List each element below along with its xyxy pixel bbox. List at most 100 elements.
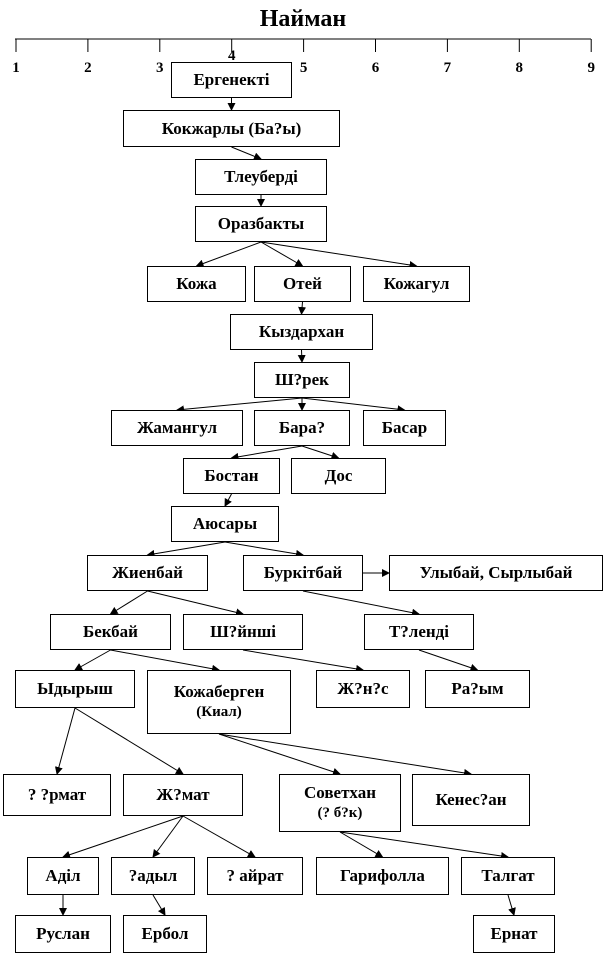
person-node-bekbai: Бекбай <box>50 614 171 650</box>
person-node-tolendi: Т?ленді <box>364 614 474 650</box>
person-name: Буркітбай <box>263 563 343 582</box>
person-node-burkitbai: Буркітбай <box>243 555 363 591</box>
person-node-talgat: Талгат <box>461 857 555 895</box>
person-node-ydyrysh: Ыдырыш <box>15 670 135 708</box>
person-name: Ыдырыш <box>37 679 113 698</box>
person-node-zhmat: Ж?мат <box>123 774 243 816</box>
person-node-kozha: Кожа <box>147 266 246 302</box>
person-node-ernat: Ернат <box>473 915 555 953</box>
person-name: Ергенекті <box>193 70 270 89</box>
person-name: Отей <box>283 274 322 293</box>
person-name: Кокжарлы (Ба?ы) <box>161 118 302 138</box>
person-name: Ж?н?с <box>337 679 389 698</box>
edge-shinshi-to-zhunus <box>242 649 364 673</box>
edge-bekbai-to-kozhabergen <box>110 649 220 673</box>
person-name: Жамангул <box>137 418 217 437</box>
edge-bekbai-to-ydyrysh <box>74 649 111 671</box>
edge-kyzdarkhan-to-shrek <box>297 349 306 363</box>
person-name: Т?ленді <box>388 622 450 641</box>
person-name: Тлеуберді <box>224 167 298 186</box>
person-name: Ш?рек <box>275 370 329 389</box>
person-name: Бекбай <box>83 622 138 641</box>
edge-zhienbai-to-shinshi <box>147 590 244 617</box>
person-name: Кожа <box>176 274 217 293</box>
person-node-erbol: Ербол <box>123 915 207 953</box>
person-node-ruslan: Руслан <box>15 915 111 953</box>
person-name: Бостан <box>204 466 259 485</box>
person-node-basar: Басар <box>363 410 446 446</box>
person-name: Аділ <box>45 866 81 885</box>
edge-orazbakty-to-otei <box>260 241 304 267</box>
edge-zhmat-to-adyl <box>152 815 184 858</box>
edge-ayusary-to-zhienbai <box>146 541 226 558</box>
person-node-garifolla: Гарифолла <box>316 857 449 895</box>
person-node-kokzharly: Кокжарлы (Ба?ы) <box>123 110 340 147</box>
edge-tolendi-to-rakhym <box>418 649 479 672</box>
person-node-otei: Отей <box>254 266 351 302</box>
ruler-tick-label: 4 <box>227 48 236 64</box>
person-node-shrek: Ш?рек <box>254 362 350 398</box>
person-name: Кожаберген <box>173 682 265 701</box>
edge-talgat-to-ernat <box>507 894 516 916</box>
edge-ayusary-to-burkitbai <box>224 541 304 558</box>
person-name: Гарифолла <box>340 866 425 885</box>
ruler-tick-label: 8 <box>515 60 524 76</box>
person-node-sovetkhan: Советхан(? б?к) <box>279 774 401 832</box>
edge-shrek-to-basar <box>301 397 406 414</box>
person-name: Ра?ым <box>451 679 504 698</box>
person-name: Кыздархан <box>258 322 345 341</box>
edge-bara-to-dos <box>301 445 340 460</box>
person-name: Кожагул <box>383 274 450 293</box>
person-node-zhienbai: Жиенбай <box>87 555 208 591</box>
edge-zhmat-to-adil <box>62 815 184 859</box>
person-node-rakhym: Ра?ым <box>425 670 530 708</box>
edge-bostan-to-ayusary <box>224 493 232 507</box>
edge-sovetkhan-to-talgat <box>339 831 509 860</box>
person-name: Оразбакты <box>217 214 305 233</box>
person-node-kyzdarkhan: Кыздархан <box>230 314 373 350</box>
person-node-tleuberdi: Тлеуберді <box>195 159 327 195</box>
edge-bara-to-bostan <box>230 445 303 461</box>
person-name: Жиенбай <box>112 563 183 582</box>
person-name: Бара? <box>278 418 326 437</box>
edge-adyl-to-erbol <box>152 894 166 916</box>
ruler-tick-label: 2 <box>84 60 92 76</box>
edge-sovetkhan-to-garifolla <box>339 831 384 858</box>
person-node-ergenekti: Ергенекті <box>171 62 292 98</box>
edge-kozhabergen-to-sovetkhan <box>218 733 341 776</box>
person-node-rmat: ? ?рмат <box>3 774 111 816</box>
edge-zhienbai-to-bekbai <box>109 590 148 615</box>
person-name: Аюсары <box>192 514 258 533</box>
person-node-orazbakty: Оразбакты <box>195 206 327 242</box>
person-name: Ж?мат <box>156 785 210 804</box>
person-node-adil: Аділ <box>27 857 99 895</box>
edge-kokzharly-to-tleuberdi <box>231 146 262 161</box>
person-node-bostan: Бостан <box>183 458 280 494</box>
edge-orazbakty-to-kozhagul <box>260 241 418 269</box>
person-name: Ш?йнші <box>210 622 276 641</box>
edge-ydyrysh-to-zhmat <box>74 707 184 775</box>
person-node-dos: Дос <box>291 458 386 494</box>
edge-burkitbai-to-tolendi <box>302 590 420 617</box>
person-alias: (Киал) <box>196 704 242 720</box>
edge-kozhabergen-to-kenesan <box>218 733 472 777</box>
person-node-kozhabergen: Кожаберген (Киал) <box>147 670 291 734</box>
person-name: Ернат <box>490 924 538 943</box>
edge-otei-to-kyzdarkhan <box>298 301 307 315</box>
person-alias: (? б?к) <box>317 805 363 821</box>
person-name: Ербол <box>141 924 189 943</box>
person-node-airat: ? айрат <box>207 857 303 895</box>
ruler-tick-label: 7 <box>443 60 452 76</box>
ruler-tick-label: 5 <box>299 60 308 76</box>
person-node-kozhagul: Кожагул <box>363 266 470 302</box>
ruler-tick-label: 6 <box>371 60 380 76</box>
edge-ydyrysh-to-rmat <box>54 707 76 775</box>
person-name: ? айрат <box>226 866 284 885</box>
ruler-tick-label: 9 <box>587 60 595 76</box>
ruler-tick-label: 1 <box>12 60 20 76</box>
edge-zhmat-to-airat <box>182 815 256 858</box>
person-name: ?адыл <box>128 866 178 885</box>
person-name: Руслан <box>36 924 90 943</box>
